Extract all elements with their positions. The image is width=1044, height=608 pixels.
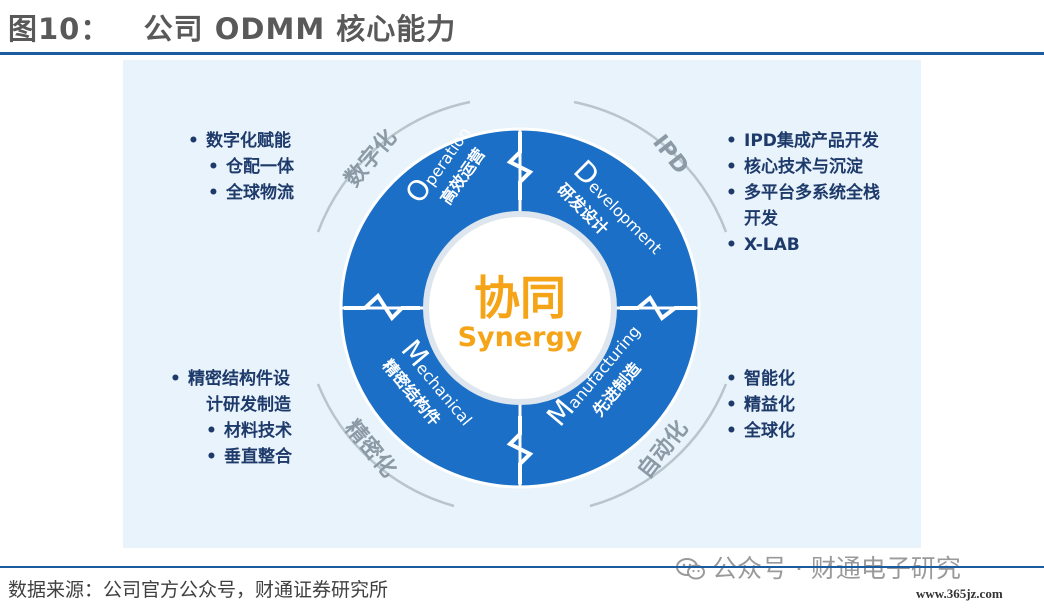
- title-divider: [0, 52, 1044, 55]
- list-item: •精密结构件设: [170, 369, 290, 389]
- site-watermark: www.365jz.com: [916, 586, 1003, 601]
- list-item: •仓配一体: [208, 157, 294, 177]
- source-divider: [0, 566, 1044, 568]
- list-item: •精益化: [726, 395, 795, 415]
- list-item: •IPD集成产品开发: [726, 131, 879, 151]
- list-item: •智能化: [726, 369, 795, 389]
- list-item: •材料技术: [206, 421, 292, 441]
- list-top-right: •IPD集成产品开发 •核心技术与沉淀 •多平台多系统全栈 开发 •X-LAB: [726, 128, 880, 258]
- center-title-en: Synergy: [458, 322, 583, 353]
- source-note: 数据来源：公司官方公众号，财通证券研究所: [8, 579, 389, 601]
- list-item: •全球化: [726, 421, 795, 441]
- list-item: •核心技术与沉淀: [726, 157, 863, 177]
- outer-ring: [316, 100, 728, 508]
- list-item-continuation: 计研发制造: [206, 395, 291, 415]
- list-item: •数字化赋能: [188, 131, 291, 151]
- list-item: •全球物流: [208, 183, 294, 203]
- watermark: 公众号 · 财通电子研究: [676, 549, 961, 585]
- page-title: 图10： 公司 ODMM 核心能力: [8, 12, 457, 46]
- puzzle-joints: [344, 132, 696, 484]
- list-item-continuation: 开发: [744, 209, 778, 229]
- list-item: •多平台多系统全栈: [726, 183, 880, 203]
- list-bottom-right: •智能化 •精益化 •全球化: [726, 366, 795, 444]
- center-title-cn: 协同: [474, 271, 566, 325]
- list-item: •X-LAB: [726, 235, 800, 255]
- list-item: •垂直整合: [206, 447, 292, 467]
- list-top-left: •数字化赋能 •仓配一体 •全球物流: [188, 128, 294, 206]
- center-circle: [423, 211, 617, 405]
- list-bottom-left: •精密结构件设 计研发制造 •材料技术 •垂直整合: [170, 366, 292, 470]
- wechat-icon: [676, 558, 705, 580]
